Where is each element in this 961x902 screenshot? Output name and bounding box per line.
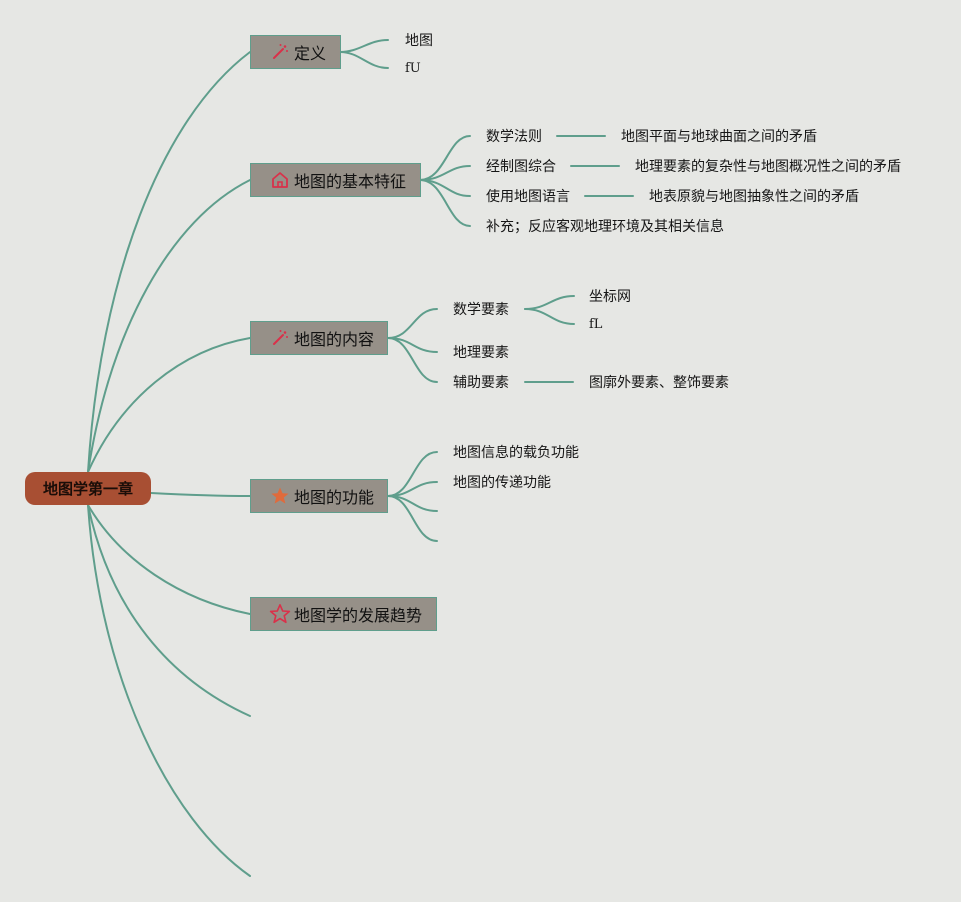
- subtopic-map-language[interactable]: 使用地图语言: [486, 188, 570, 206]
- leaf-map[interactable]: 地图: [405, 32, 433, 50]
- magic-wand-icon: [269, 41, 291, 63]
- topic-map-content-label: 地图的内容: [294, 330, 375, 349]
- leaf-grid-label: 坐标网: [589, 289, 631, 305]
- subtopic-geo-elements-label: 地理要素: [453, 345, 509, 361]
- topic-map-function-label: 地图的功能: [294, 488, 375, 507]
- leaf-aux-detail[interactable]: 图廓外要素、整饰要素: [589, 374, 729, 392]
- subtopic-load-function-label: 地图信息的载负功能: [453, 445, 579, 461]
- connector-def-fu: [339, 51, 389, 69]
- magic-wand-icon: [269, 327, 291, 349]
- subtopic-geo-elements[interactable]: 地理要素: [453, 344, 509, 362]
- connector-content-1b: [524, 308, 575, 325]
- leaf-math-rule-detail-label: 地图平面与地球曲面之间的矛盾: [621, 129, 817, 145]
- leaf-generalization-detail[interactable]: 地理要素的复杂性与地图概况性之间的矛盾: [635, 158, 901, 176]
- leaf-generalization-detail-label: 地理要素的复杂性与地图概况性之间的矛盾: [635, 159, 901, 175]
- topic-map-content[interactable]: 地图的内容: [250, 321, 388, 355]
- connector-root-features: [87, 179, 251, 473]
- subtopic-transfer-function[interactable]: 地图的传递功能: [453, 474, 551, 492]
- subtopic-aux-elements-label: 辅助要素: [453, 375, 509, 391]
- topic-definition-label: 定义: [294, 44, 327, 63]
- leaf-map-language-detail[interactable]: 地表原貌与地图抽象性之间的矛盾: [649, 188, 859, 206]
- topic-definition[interactable]: 定义: [250, 35, 341, 69]
- topic-map-function[interactable]: 地图的功能: [250, 479, 388, 513]
- connector-root-definition: [87, 51, 251, 473]
- topic-development-trend[interactable]: 地图学的发展趋势: [250, 597, 437, 631]
- star-outline-icon: [269, 603, 291, 625]
- connector-func-4: [387, 495, 438, 542]
- home-icon: [269, 169, 291, 191]
- subtopic-math-elements[interactable]: 数学要素: [453, 301, 509, 319]
- leaf-fu-label: fU: [405, 61, 421, 76]
- subtopic-generalization[interactable]: 经制图综合: [486, 158, 556, 176]
- root-topic-label: 地图学第一章: [42, 480, 133, 498]
- leaf-aux-detail-label: 图廓外要素、整饰要素: [589, 375, 729, 391]
- star-filled-icon: [269, 485, 291, 507]
- leaf-map-label: 地图: [405, 33, 433, 49]
- subtopic-map-language-label: 使用地图语言: [486, 189, 570, 205]
- subtopic-transfer-function-label: 地图的传递功能: [453, 475, 551, 491]
- root-topic[interactable]: 地图学第一章: [25, 472, 151, 505]
- connector-content-3: [387, 337, 438, 383]
- connector-content-1a: [524, 295, 575, 310]
- subtopic-supplement-label: 补充；反应客观地理环境及其相关信息: [486, 219, 724, 235]
- leaf-math-rule-detail[interactable]: 地图平面与地球曲面之间的矛盾: [621, 128, 817, 146]
- topic-basic-features-label: 地图的基本特征: [294, 172, 407, 191]
- connector-root-empty-2: [87, 504, 251, 877]
- leaf-grid[interactable]: 坐标网: [589, 288, 631, 306]
- leaf-map-language-detail-label: 地表原貌与地图抽象性之间的矛盾: [649, 189, 859, 205]
- connector-root-trend: [87, 504, 251, 615]
- connector-content-1: [387, 308, 438, 339]
- subtopic-aux-elements[interactable]: 辅助要素: [453, 374, 509, 392]
- subtopic-load-function[interactable]: 地图信息的载负功能: [453, 444, 579, 462]
- leaf-fu[interactable]: fU: [405, 60, 421, 78]
- connector-root-empty-1: [87, 504, 251, 717]
- connector-root-function: [150, 492, 251, 497]
- leaf-fl[interactable]: fL: [589, 316, 602, 334]
- topic-basic-features[interactable]: 地图的基本特征: [250, 163, 421, 197]
- connector-root-content: [87, 337, 251, 473]
- subtopic-math-rule[interactable]: 数学法则: [486, 128, 542, 146]
- subtopic-math-elements-label: 数学要素: [453, 302, 509, 318]
- leaf-fl-label: fL: [589, 317, 603, 332]
- topic-development-trend-label: 地图学的发展趋势: [294, 606, 423, 625]
- subtopic-supplement[interactable]: 补充；反应客观地理环境及其相关信息: [486, 218, 724, 236]
- subtopic-generalization-label: 经制图综合: [486, 159, 556, 175]
- connector-feat-4: [419, 179, 471, 227]
- connector-def-map: [339, 39, 389, 53]
- subtopic-math-rule-label: 数学法则: [486, 129, 542, 145]
